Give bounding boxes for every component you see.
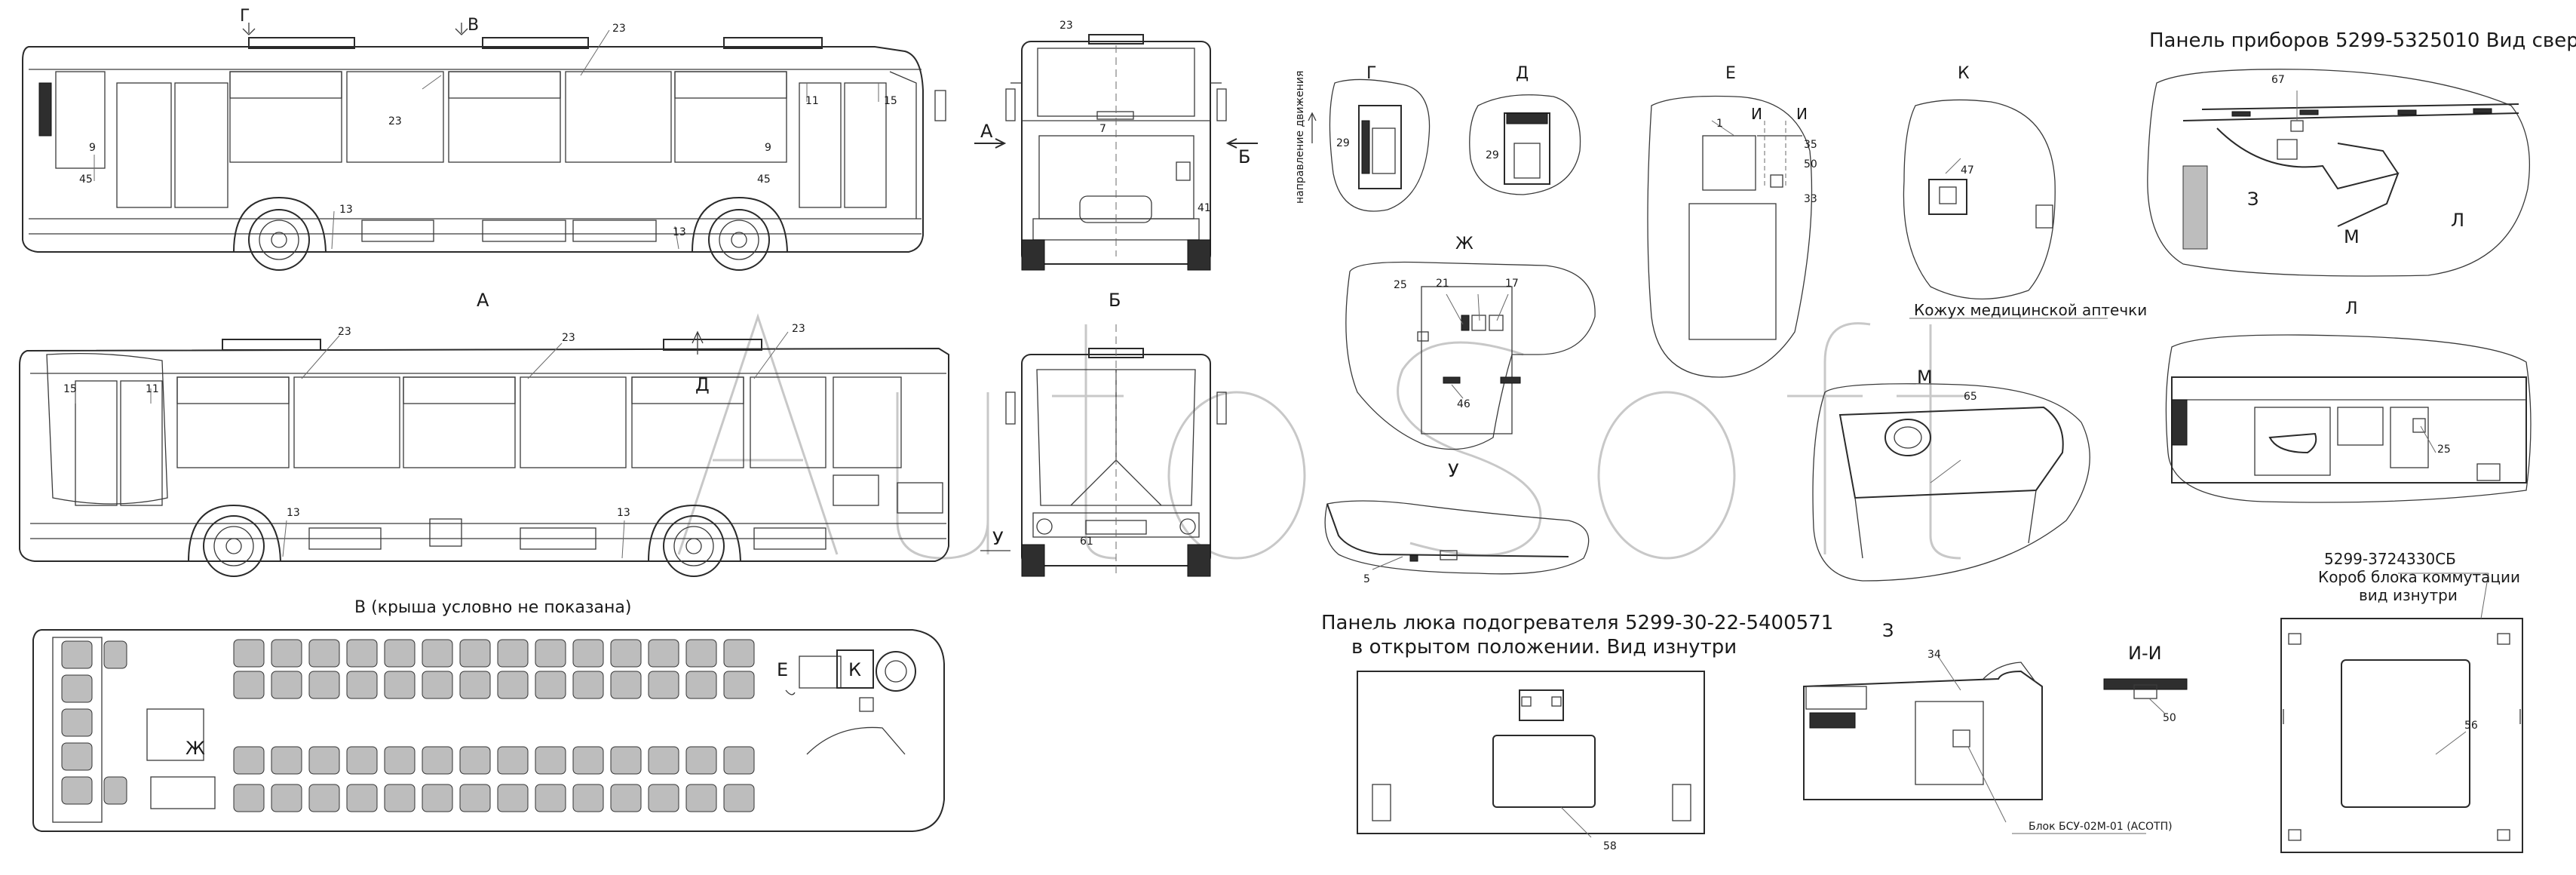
box-title-line3: вид изнутри [2359,586,2458,604]
callout-23-b: 23 [388,115,402,127]
detail-view-d [1469,94,1581,195]
callout-29-d: 29 [1486,149,1499,161]
view-label-g: Г [240,7,250,26]
callout-56-box: 56 [2464,720,2478,732]
bus-plan-view [32,629,945,832]
view-label-v: В [468,16,479,35]
callout-13-a: 13 [339,204,353,216]
detail-title-m: М [1917,367,1933,388]
callout-9-b: 9 [765,142,771,154]
detail-title-d: Д [1516,64,1529,83]
detail-title-u: У [1448,460,1459,481]
bus-front-view [974,34,1258,271]
callout-17-zh: 17 [1505,278,1519,290]
callout-5-u: 5 [1363,573,1370,585]
callout-34-z: 34 [1927,649,1941,661]
callout-13-left-a: 13 [287,507,300,519]
detail-view-k [1903,99,2056,299]
detail-view-e [1647,95,1813,378]
callout-7-front: 7 [1099,123,1106,135]
callout-9-a: 9 [89,142,96,154]
detail-title-l: Л [2345,299,2358,318]
plan-label-e: Е [777,659,788,680]
callout-13-left-b: 13 [617,507,630,519]
callout-25-l: 25 [2437,444,2451,456]
arrow-label-u: У [992,528,1004,549]
detail-view-z [1803,655,2043,823]
panel-title: Панель приборов 5299-5325010 Вид сверху [2149,29,2576,52]
callout-50-e: 50 [1804,158,1817,170]
detail-view-g [1308,78,1431,212]
section-i-i [2103,678,2188,714]
instrument-panel-top-view [2147,69,2530,277]
callout-15-a: 15 [884,95,897,107]
bus-side-view-left [19,330,949,577]
section-mark-i-left: И [1751,105,1762,123]
watermark-autosoft [677,313,1968,560]
detail-title-e: Е [1725,64,1736,83]
arrow-label-a: А [980,121,993,142]
view-title-v: В (крыша условно не показана) [354,598,632,617]
detail-title-k: К [1958,64,1970,83]
arrow-label-d: Д [695,374,710,395]
callout-65-m: 65 [1964,391,1977,403]
hatch-title-line1: Панель люка подогревателя 5299-30-22-540… [1321,612,1833,634]
callout-13-b: 13 [673,226,686,238]
callout-23-left-c: 23 [792,323,805,335]
callout-21-zh: 21 [1436,278,1449,290]
callout-29-g: 29 [1336,137,1350,149]
callout-23-left-b: 23 [562,332,575,344]
section-title-i-i: И-И [2128,643,2162,664]
detail-view-l [2165,334,2532,503]
caption-z: Блок БСУ-02М-01 (АСОТП) [2029,821,2173,833]
callout-11-a: 11 [805,95,819,107]
callout-1-e: 1 [1716,118,1723,130]
callout-61-rear: 61 [1080,536,1093,548]
callout-11-left: 11 [146,383,159,395]
switching-box [2280,573,2523,853]
callout-46-zh: 46 [1457,398,1470,410]
callout-67-panel: 67 [2271,74,2285,86]
callout-23-front: 23 [1060,20,1073,32]
callout-15-left: 15 [63,383,77,395]
heater-hatch-panel [1357,671,1705,838]
panel-label-m: М [2344,226,2360,247]
view-title-a: А [477,290,489,311]
hatch-title-line2: в открытом положении. Вид изнутри [1351,636,1737,659]
box-title-line2: Короб блока коммутации [2318,568,2520,586]
box-title-line1: 5299-3724330СБ [2324,550,2456,568]
view-title-b: Б [1109,290,1121,311]
bus-rear-view [980,324,1227,577]
plan-rear-seats [61,640,127,805]
detail-title-g: Г [1366,64,1376,83]
callout-45-b: 45 [757,173,771,186]
callout-35-e: 35 [1804,139,1817,151]
detail-title-zh: Ж [1455,235,1474,253]
detail-view-u [1324,500,1590,575]
detail-view-m [1812,383,2090,582]
plan-label-k: К [848,659,861,680]
direction-note: направление движения [1294,71,1306,204]
panel-label-l: Л [2451,210,2464,231]
plan-seat-rows-lower [233,746,755,812]
callout-25-zh: 25 [1394,279,1407,291]
callout-50-ii: 50 [2163,712,2176,724]
callout-23-left-a: 23 [338,326,351,338]
panel-label-z: З [2247,189,2259,210]
callout-47-k: 47 [1961,164,1974,177]
callout-23-a: 23 [612,23,626,35]
callout-58-hatch: 58 [1603,840,1617,852]
plan-seat-rows-upper [233,639,755,699]
caption-k: Кожух медицинской аптечки [1914,301,2147,319]
detail-view-zh [1345,261,1596,450]
arrow-label-b: Б [1238,146,1250,167]
plan-label-zh: Ж [186,738,205,759]
bus-side-view-right [22,23,946,271]
detail-title-z: З [1882,620,1894,641]
callout-41-front: 41 [1198,202,1211,214]
callout-33-e: 33 [1804,193,1817,205]
section-mark-i-right: И [1796,105,1808,123]
callout-45-a: 45 [79,173,93,186]
